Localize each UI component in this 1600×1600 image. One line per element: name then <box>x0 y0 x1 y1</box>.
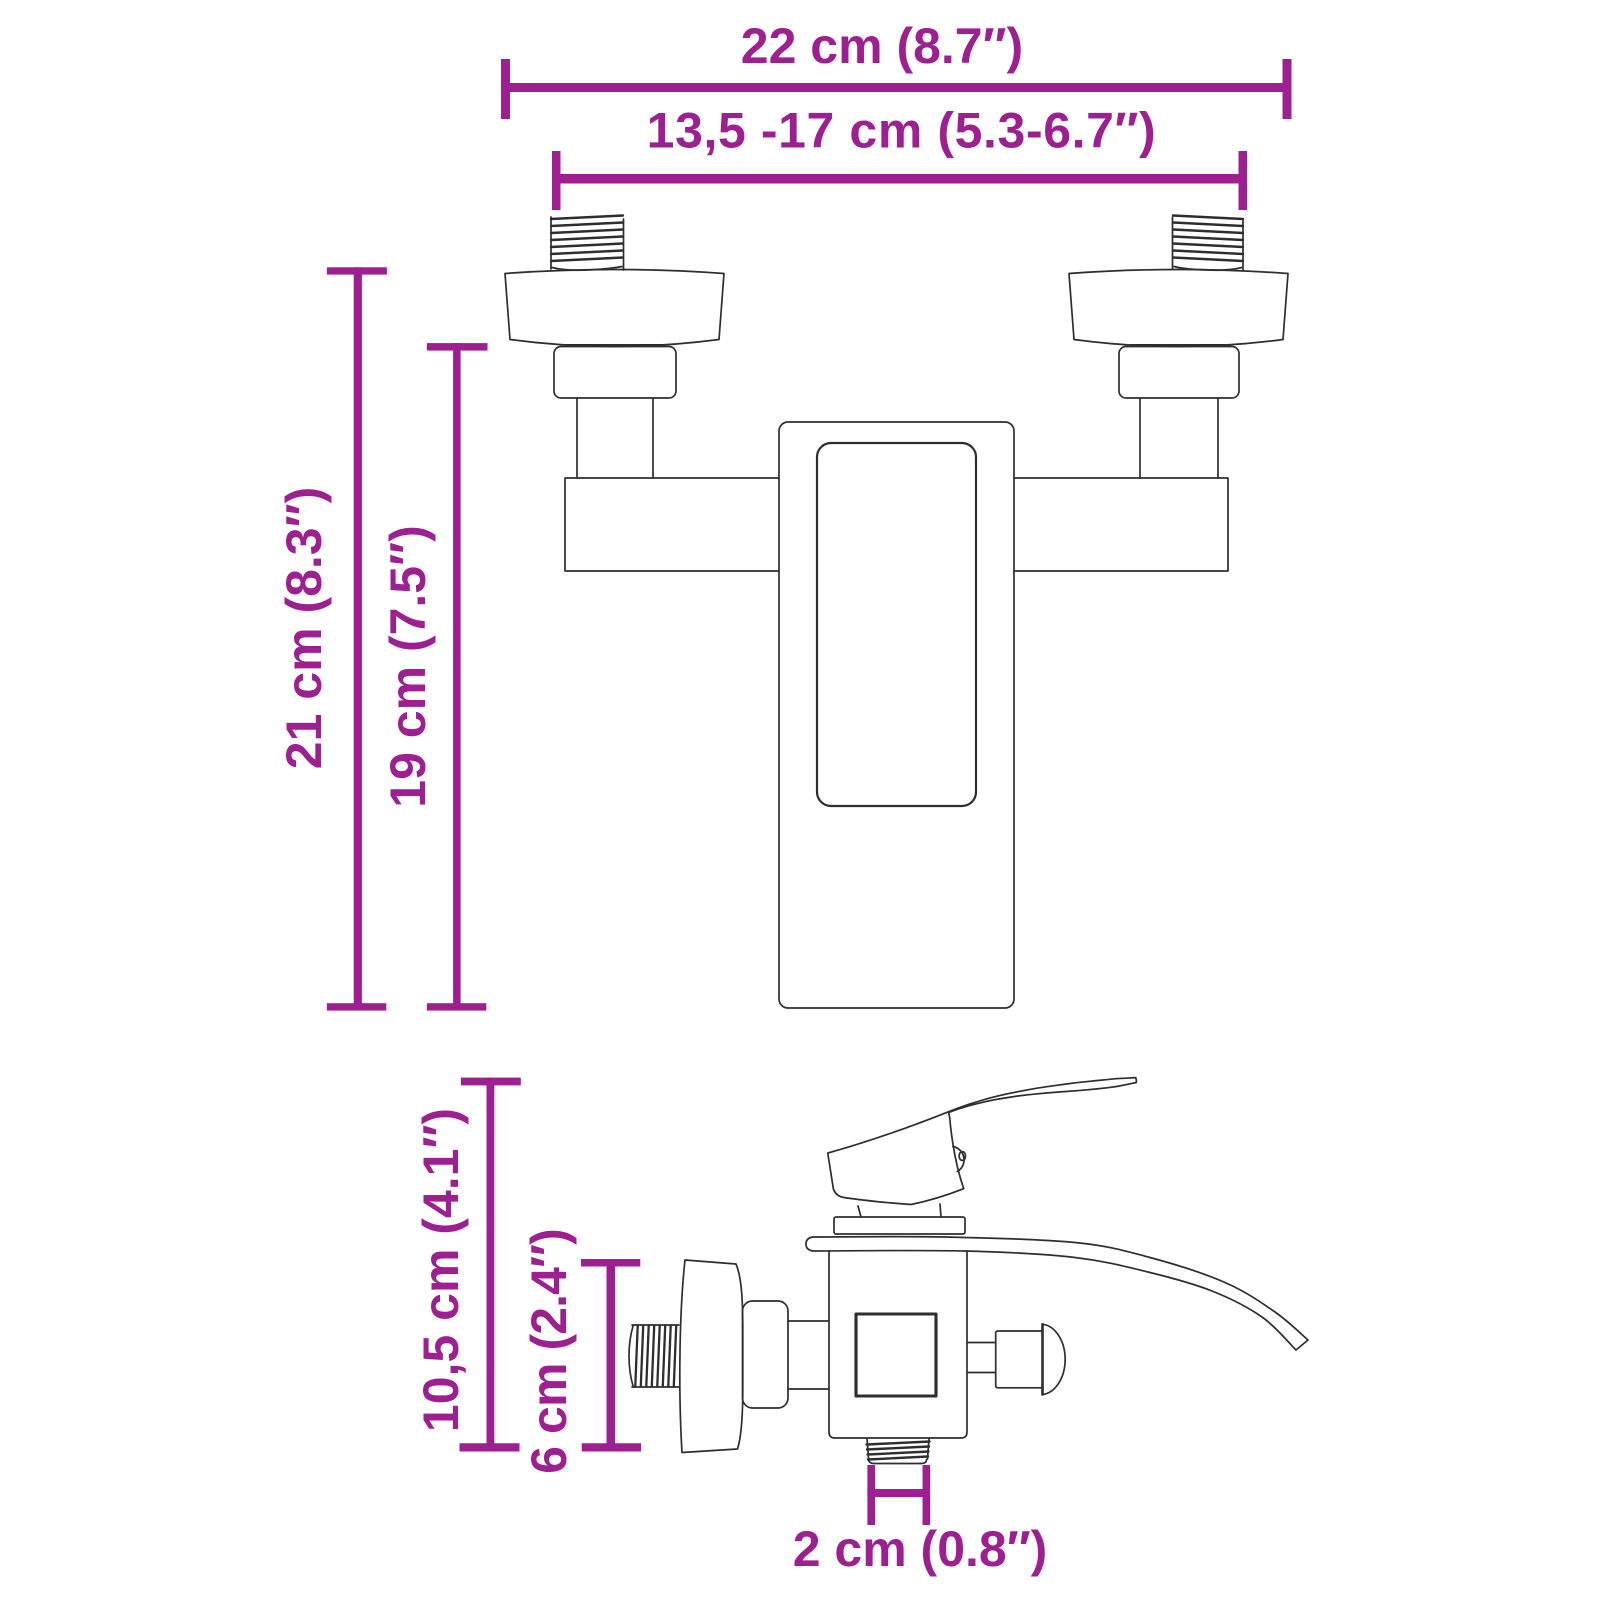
svg-text:22 cm (8.7″): 22 cm (8.7″) <box>741 18 1023 74</box>
svg-text:6 cm (2.4″): 6 cm (2.4″) <box>521 1229 577 1474</box>
svg-text:2 cm (0.8″): 2 cm (0.8″) <box>793 1521 1048 1577</box>
svg-text:21 cm (8.3″): 21 cm (8.3″) <box>276 487 332 769</box>
svg-text:13,5 -17 cm (5.3-6.7″): 13,5 -17 cm (5.3-6.7″) <box>647 103 1157 159</box>
svg-text:19 cm (7.5″): 19 cm (7.5″) <box>380 525 436 807</box>
svg-text:10,5 cm (4.1″): 10,5 cm (4.1″) <box>413 1108 469 1432</box>
